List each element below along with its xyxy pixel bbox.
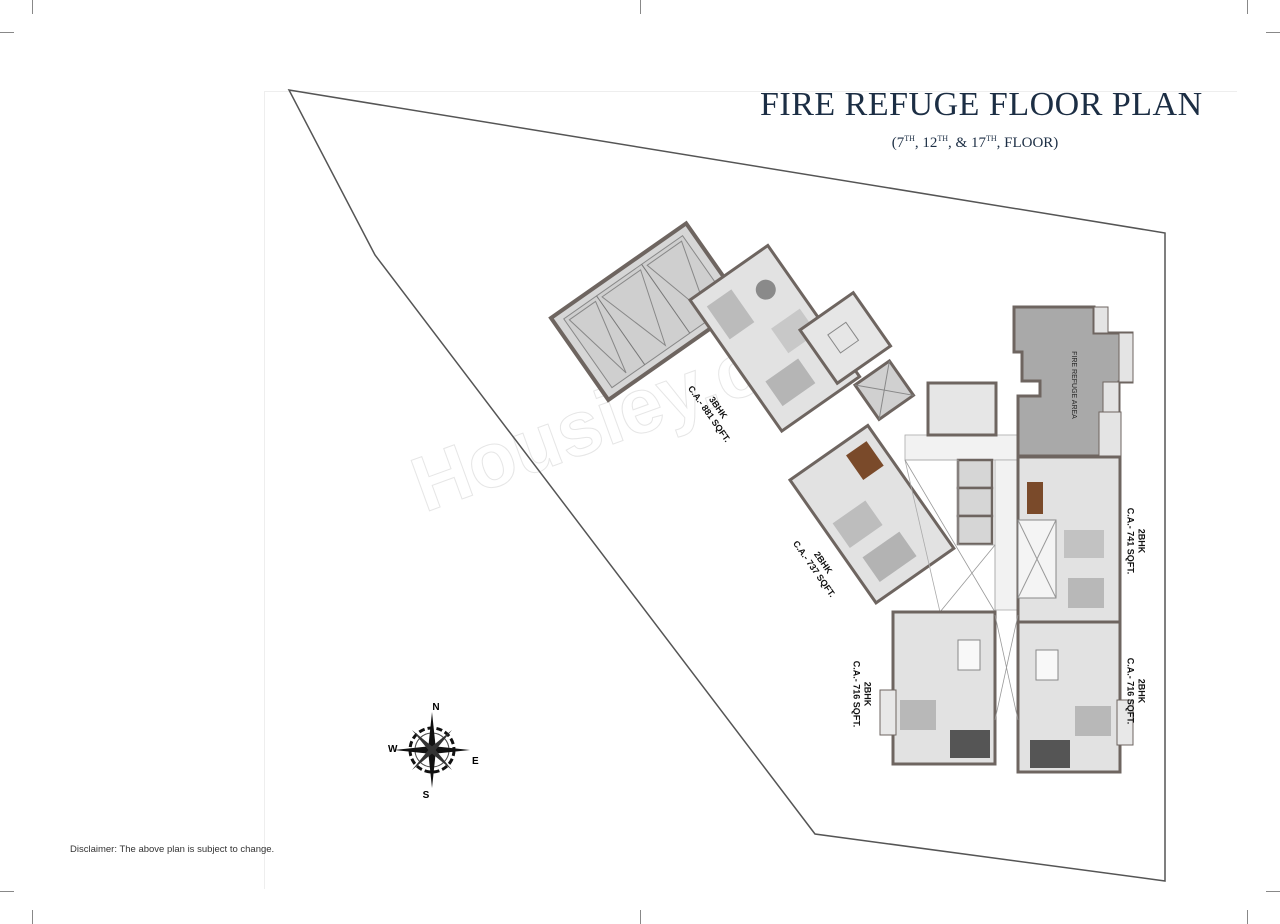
plot-boundary	[287, 89, 1166, 882]
crop-mark	[640, 910, 641, 924]
svg-text:E: E	[472, 756, 479, 767]
crop-mark	[0, 32, 14, 33]
tower-parking	[548, 220, 747, 403]
unit-2bhk-741-plan	[1016, 455, 1122, 624]
crop-mark	[32, 0, 33, 14]
page-subtitle: (7TH, 12TH, & 17TH, FLOOR)	[891, 134, 1059, 151]
fire-tower-lift	[852, 358, 916, 422]
crop-mark	[1247, 910, 1248, 924]
unit-3bhk-plan	[687, 243, 862, 434]
passage-vertical	[994, 459, 1018, 611]
lift-shafts	[956, 458, 994, 546]
crop-mark	[1266, 891, 1280, 892]
stair-core-2	[926, 381, 998, 437]
crop-mark	[1266, 32, 1280, 33]
crop-mark	[0, 891, 14, 892]
stair-core-1	[797, 290, 893, 386]
unit-2bhk-716-left-plan	[879, 610, 997, 766]
crop-mark	[1247, 0, 1248, 14]
fire-refuge-label: FIRE REFUGE AREA	[1070, 351, 1077, 419]
svg-text:S: S	[423, 790, 430, 801]
plan-panel	[264, 91, 1237, 889]
compass-rose-icon: N S E W	[388, 702, 479, 801]
unit-2bhk-716-right-plan	[1016, 620, 1134, 774]
crop-mark	[32, 910, 33, 924]
page-title: FIRE REFUGE FLOOR PLAN	[760, 86, 1203, 123]
passage-horizontal	[904, 434, 1021, 461]
svg-text:N: N	[432, 702, 439, 713]
disclaimer: Disclaimer: The above plan is subject to…	[70, 844, 275, 855]
crop-mark	[640, 0, 641, 14]
svg-text:W: W	[388, 744, 398, 755]
